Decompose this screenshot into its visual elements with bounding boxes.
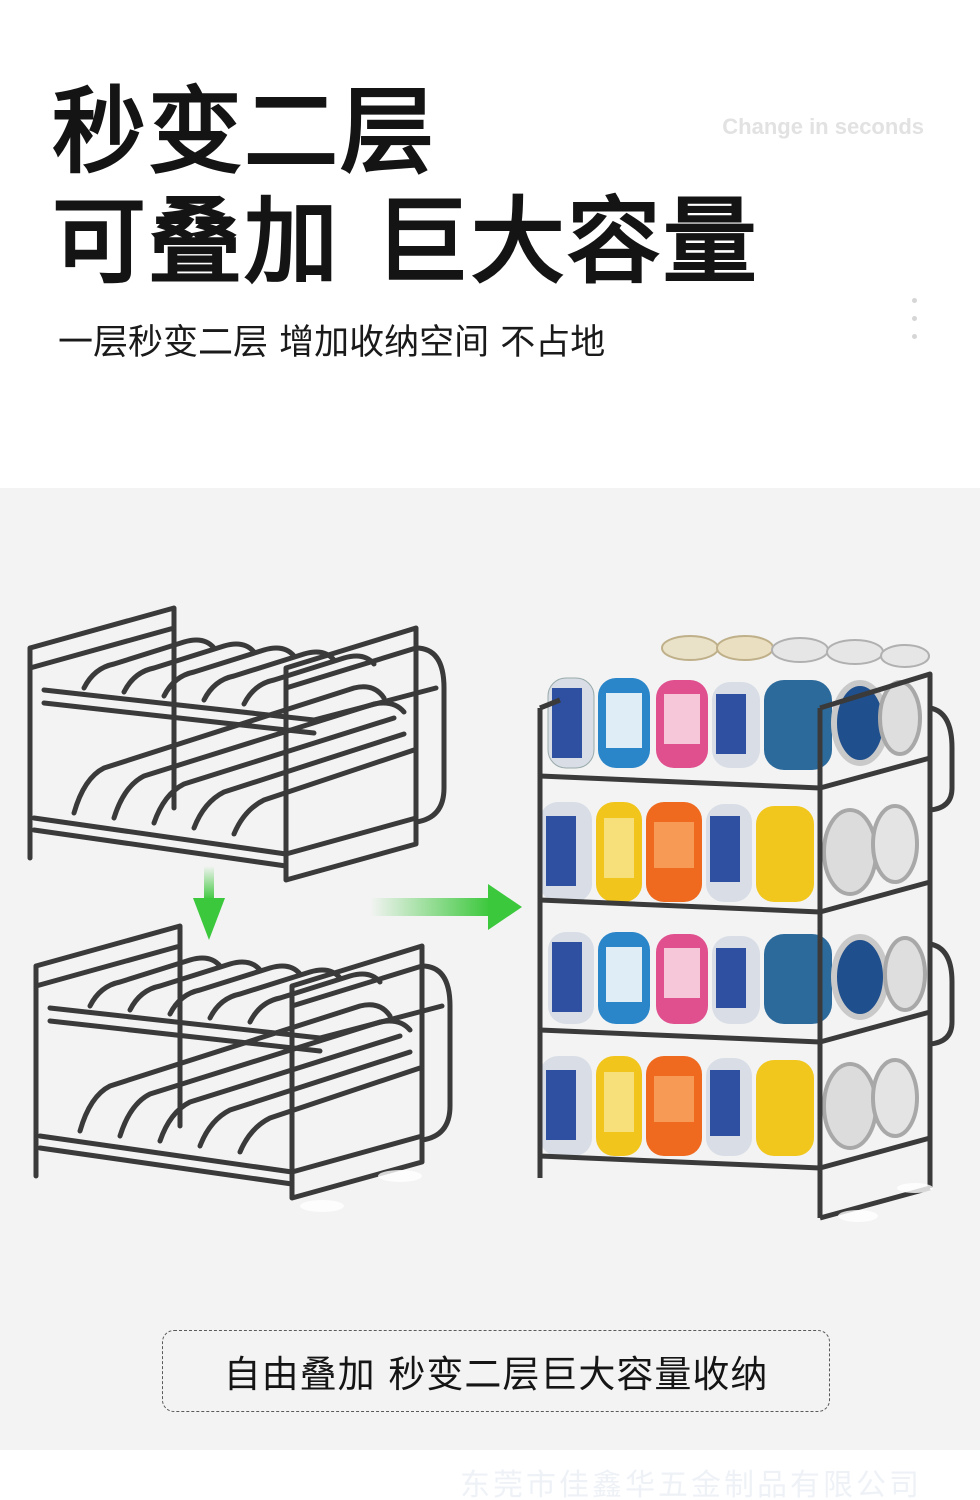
vertical-dots-decoration bbox=[912, 298, 918, 342]
english-tagline: Change in seconds bbox=[722, 114, 924, 139]
caption-text: 自由叠加 秒变二层巨大容量收纳 bbox=[223, 1353, 769, 1396]
down-arrow-icon bbox=[193, 866, 225, 940]
company-watermark: 东莞市佳鑫华五金制品有限公司 bbox=[460, 1468, 922, 1500]
product-illustration bbox=[0, 488, 955, 1222]
product-showcase bbox=[0, 488, 980, 1450]
headline-line-2: 可叠加 巨大容量 bbox=[52, 188, 759, 297]
rack-single-bottom bbox=[36, 926, 450, 1212]
hero-section: 秒变二层 可叠加 巨大容量 Change in seconds 一层秒变二层 增… bbox=[0, 0, 980, 488]
footer-strip: 东莞市佳鑫华五金制品有限公司 bbox=[0, 1450, 980, 1500]
caption-box: 自由叠加 秒变二层巨大容量收纳 bbox=[162, 1330, 830, 1412]
subtitle: 一层秒变二层 增加收纳空间 不占地 bbox=[58, 323, 606, 363]
right-arrow-icon bbox=[370, 884, 522, 930]
rack-single-top bbox=[30, 608, 444, 880]
rack-stacked-with-cans bbox=[537, 635, 955, 1222]
headline-line-1: 秒变二层 bbox=[52, 78, 437, 187]
